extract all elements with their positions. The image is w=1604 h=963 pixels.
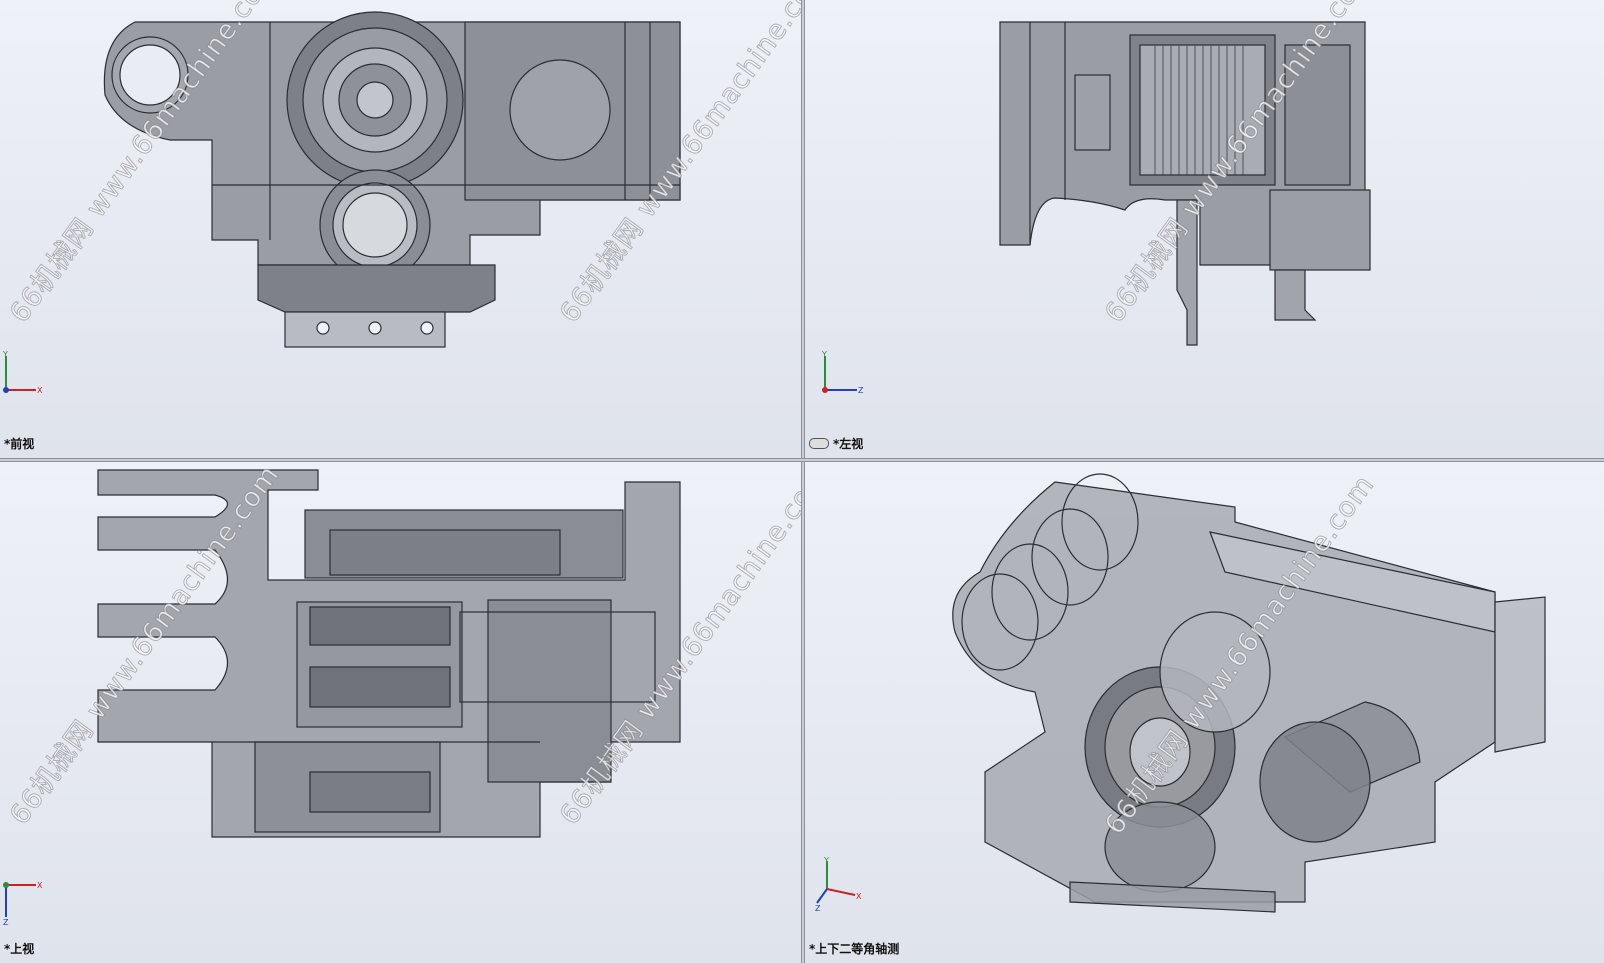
viewport-divider-horizontal[interactable] <box>0 458 1604 462</box>
top-view-model <box>97 469 681 838</box>
svg-text:Z: Z <box>815 904 821 912</box>
viewport-front[interactable]: 66机械网 www.66machine.com 66机械网 www.66mach… <box>0 0 801 458</box>
axis-triad: Y X <box>2 350 43 395</box>
viewport-left[interactable]: 66机械网 www.66machine.com Y Z *左视 <box>805 0 1604 458</box>
viewport-iso[interactable]: 66机械网 www.66machine.com Y X Z *上下二等角轴测 <box>805 462 1604 963</box>
iso-view-model <box>952 473 1546 913</box>
axis-triad: Y Z <box>821 350 864 395</box>
viewport-label-iso: *上下二等角轴测 <box>809 942 900 956</box>
axis-triad: X Z <box>3 881 43 927</box>
svg-text:Y: Y <box>823 857 829 865</box>
svg-text:X: X <box>37 386 43 395</box>
viewport-label-top: *上视 <box>4 942 35 956</box>
viewport-divider-vertical[interactable] <box>801 0 805 963</box>
viewport-label-left: *左视 <box>809 435 863 452</box>
front-view-model <box>103 11 681 348</box>
viewport-label-front: *前视 <box>4 437 35 451</box>
svg-text:X: X <box>37 881 43 890</box>
viewport-top[interactable]: 66机械网 www.66machine.com 66机械网 www.66mach… <box>0 462 801 963</box>
left-view-model <box>999 21 1371 346</box>
axis-triad: Y X Z <box>815 857 862 912</box>
svg-text:Y: Y <box>2 350 8 359</box>
svg-text:Z: Z <box>3 918 9 927</box>
svg-text:Z: Z <box>858 386 864 395</box>
link-icon[interactable] <box>809 438 829 449</box>
svg-text:Y: Y <box>821 350 827 359</box>
svg-text:X: X <box>856 892 862 901</box>
